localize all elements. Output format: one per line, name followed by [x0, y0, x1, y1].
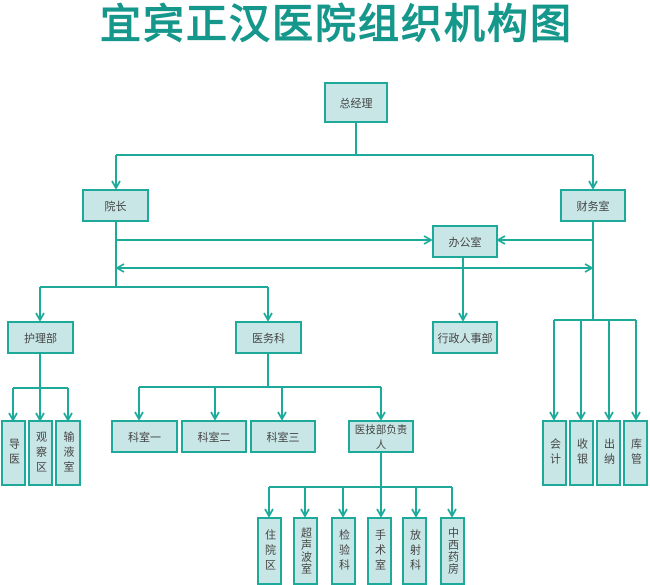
node-dean: 院长 [82, 189, 149, 222]
node-dept-3: 科室三 [250, 420, 316, 453]
node-radiology: 放射科 [402, 517, 427, 585]
node-admin-hr: 行政人事部 [432, 321, 498, 354]
node-general-manager: 总经理 [324, 82, 388, 123]
node-nursing: 护理部 [7, 321, 74, 354]
node-cashier: 收银 [569, 420, 594, 486]
node-medical-affairs: 医务科 [235, 321, 302, 354]
node-medtech-head: 医技部负责人 [348, 420, 414, 453]
node-surgery: 手术室 [367, 517, 392, 585]
node-teller: 出纳 [596, 420, 621, 486]
node-ultrasound: 超声波室 [293, 517, 318, 585]
node-dept-2: 科室二 [181, 420, 247, 453]
node-office: 办公室 [432, 225, 498, 258]
node-inpatient: 住院区 [257, 517, 282, 585]
node-accounting: 会计 [542, 420, 567, 486]
node-guide: 导医 [1, 420, 26, 486]
node-finance: 财务室 [560, 189, 626, 222]
node-pharmacy: 中西药房 [440, 517, 465, 585]
chart-title: 宜宾正汉医院组织机构图 [100, 0, 573, 48]
node-laboratory: 检验科 [331, 517, 356, 585]
node-infusion: 输液室 [55, 420, 81, 486]
node-observation: 观察区 [28, 420, 53, 486]
node-warehouse: 库管 [623, 420, 648, 486]
node-dept-1: 科室一 [111, 420, 178, 453]
